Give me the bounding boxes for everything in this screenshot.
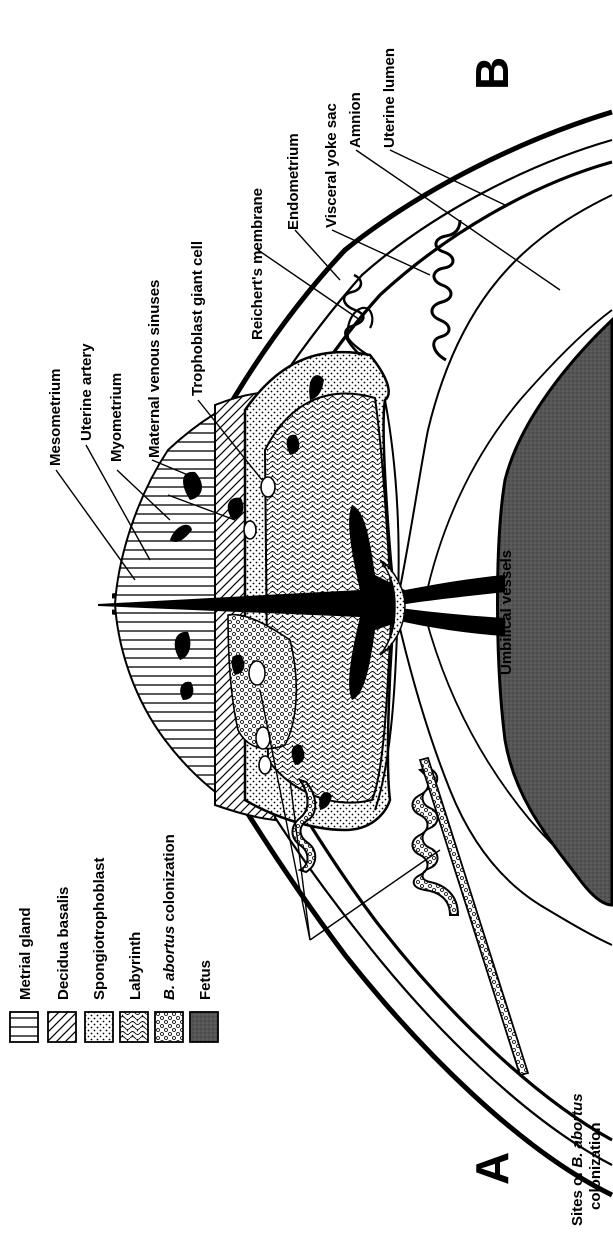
- legend-swatch-babortus: [155, 1012, 183, 1042]
- legend-label-fetus: Fetus: [197, 960, 214, 1000]
- callout-sites-italic: B. abortus: [569, 1093, 586, 1167]
- callout-uterine-lumen: Uterine lumen: [381, 48, 398, 148]
- callout-visceral-yoke-sac: Visceral yoke sac: [323, 103, 340, 228]
- callout-sites-line1: Sites of B. abortus: [569, 1093, 586, 1226]
- legend-swatch-labyrinth: [120, 1012, 148, 1042]
- callout-maternal-venous-sinuses: Maternal venous sinuses: [146, 280, 163, 458]
- babortus-fold-channel: [420, 758, 528, 1075]
- callout-trophoblast-giant-cell: Trophoblast giant cell: [189, 241, 206, 396]
- legend-label-labyrinth: Labyrinth: [127, 932, 144, 1000]
- callout-umbilical-vessels: Umbilical vessels: [498, 550, 515, 675]
- legend-swatch-decidua: [48, 1012, 76, 1042]
- panel-label-b: B: [466, 57, 518, 90]
- legend-label-babortus-italic: B. abortus: [161, 926, 178, 1000]
- legend-swatch-metrial: [10, 1012, 38, 1042]
- placenta: [98, 352, 405, 830]
- legend-label-decidua: Decidua basalis: [55, 887, 72, 1000]
- umbilical-cord: [395, 575, 505, 636]
- legend-label-babortus: B. abortus colonization: [161, 834, 178, 1000]
- legend-label-babortus-rest: colonization: [161, 834, 178, 926]
- callout-sites-prefix: Sites of: [569, 1168, 586, 1226]
- legend: Metrial gland Decidua basalis Spongiotro…: [10, 834, 218, 1042]
- legend-swatch-fetus: [190, 1012, 218, 1042]
- callout-myometrium: Myometrium: [108, 373, 125, 462]
- fetus-group: [380, 320, 612, 905]
- panel-label-a: A: [466, 1152, 518, 1185]
- callout-amnion: Amnion: [347, 92, 364, 148]
- legend-label-spongio: Spongiotrophoblast: [91, 858, 108, 1000]
- legend-label-metrial: Metrial gland: [17, 907, 34, 1000]
- callout-mesometrium: Mesometrium: [47, 368, 64, 466]
- callout-reicherts-membrane: Reichert's membrane: [249, 188, 266, 340]
- callout-sites-line2: colonization: [587, 1123, 604, 1211]
- callout-uterine-artery: Uterine artery: [78, 343, 95, 441]
- legend-swatch-spongio: [85, 1012, 113, 1042]
- callout-endometrium: Endometrium: [285, 133, 302, 230]
